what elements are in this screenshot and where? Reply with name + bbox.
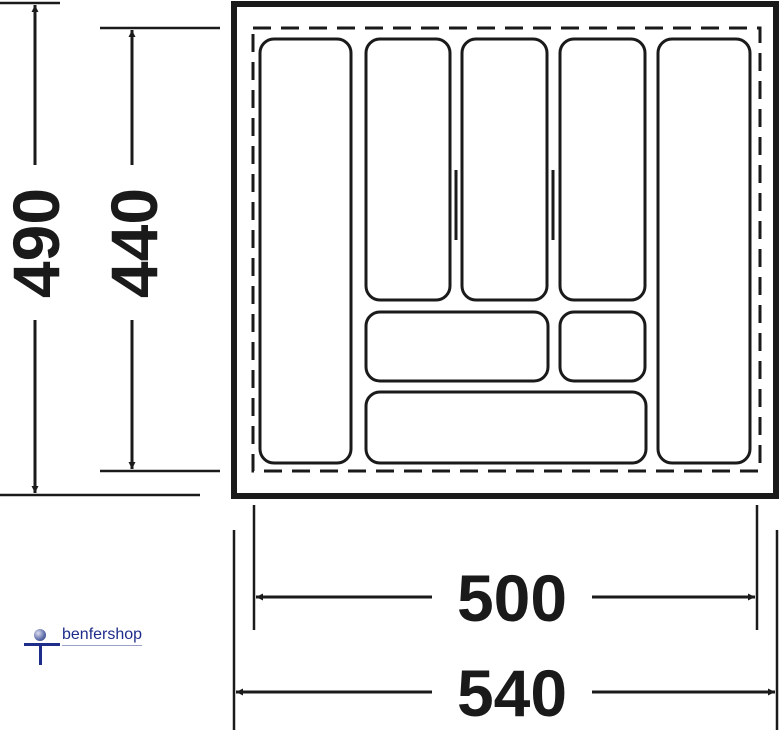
dimension-540: 540 xyxy=(457,656,567,730)
compartment-top-2 xyxy=(460,37,549,302)
dimension-500: 500 xyxy=(457,561,567,635)
inner-dashed-outline xyxy=(251,26,762,473)
compartment-top-1 xyxy=(364,37,452,302)
outer-frame xyxy=(231,1,779,499)
compartment-mid-small xyxy=(558,310,647,383)
logo-bar xyxy=(24,643,60,646)
compartment-bottom xyxy=(364,390,648,465)
logo-ball-icon xyxy=(34,629,46,641)
dimension-490: 490 xyxy=(0,188,73,298)
logo-stem xyxy=(39,643,42,665)
dimension-440: 440 xyxy=(97,188,171,298)
compartment-right xyxy=(656,37,752,465)
compartment-left xyxy=(258,37,353,465)
benfershop-logo: benfershop xyxy=(24,626,164,670)
compartment-top-3 xyxy=(558,37,647,302)
logo-text: benfershop xyxy=(62,626,143,646)
compartment-mid-wide xyxy=(364,310,550,383)
